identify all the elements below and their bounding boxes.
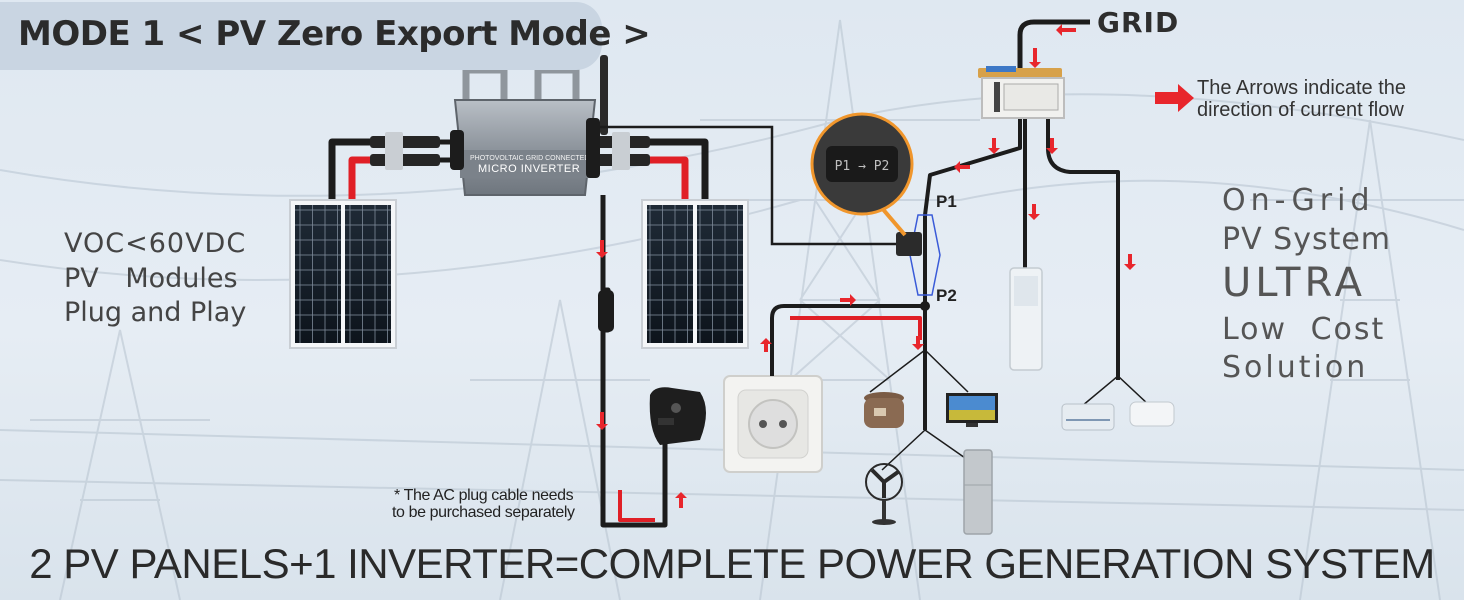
flow-arrow-plug-up (675, 492, 687, 508)
inverter-name-text: MICRO INVERTER (478, 163, 580, 175)
ct-label: P1 → P2 (835, 159, 890, 174)
point-p2-label: P2 (936, 286, 957, 305)
electric-fan (865, 463, 903, 525)
flow-arrow-box-left (988, 138, 1000, 154)
flow-arrow-grid-down (1029, 48, 1041, 68)
wall-socket (723, 375, 823, 473)
micro-inverter: PHOTOVOLTAIC GRID CONNECTED MICRO INVERT… (450, 55, 608, 196)
legend-arrow-icon (1155, 84, 1194, 112)
flow-arrow-socket-line (840, 294, 856, 306)
flow-arrow-inverter-out (596, 240, 608, 258)
pv-info-line2: PV Modules (64, 263, 238, 294)
flow-arrows (596, 24, 1136, 508)
on-grid-line5: Solution (1222, 350, 1369, 385)
floor-air-conditioner (1009, 267, 1043, 371)
solar-panel-right (641, 199, 749, 349)
mode-title: MODE 1 < PV Zero Export Mode > (18, 14, 651, 54)
legend-text-line1: The Arrows indicate the (1197, 77, 1406, 99)
inverter-brand-text: PHOTOVOLTAIC GRID CONNECTED (470, 155, 589, 162)
solar-panel-left (289, 199, 397, 349)
wall-air-conditioner-left (1061, 403, 1115, 431)
schuko-plug (649, 387, 706, 445)
wall-air-conditioner-right (1129, 401, 1175, 427)
flow-arrow-grid-in (1056, 24, 1076, 36)
flow-arrow-to-p1 (954, 161, 970, 173)
refrigerator (963, 449, 993, 535)
television (946, 393, 998, 427)
on-grid-line1: On-Grid (1222, 183, 1375, 218)
legend-text-line2: direction of current flow (1197, 99, 1404, 121)
pv-info-line1: VOC<60VDC (64, 228, 247, 259)
distribution-box (978, 66, 1065, 119)
ac-note-line2: to be purchased separately (392, 504, 575, 521)
point-p1-label: P1 (936, 192, 957, 211)
flow-arrow-wall-ac (1124, 254, 1136, 270)
on-grid-line4: Low Cost (1222, 312, 1386, 347)
footer-title: 2 PV PANELS+1 INVERTER=COMPLETE POWER GE… (29, 540, 1435, 587)
grid-label: GRID (1097, 6, 1180, 39)
ac-note-line1: * The AC plug cable needs (394, 487, 574, 504)
rice-cooker (864, 392, 904, 428)
on-grid-line3: ULTRA (1222, 260, 1367, 306)
on-grid-line2: PV System (1222, 222, 1392, 257)
ac-output-cable (598, 195, 668, 528)
flow-arrow-load-down (912, 336, 924, 350)
ct-clamp: P1 → P2 (810, 112, 941, 296)
pv-info-line3: Plug and Play (64, 297, 247, 328)
flow-arrow-floor-ac (1028, 204, 1040, 220)
ct-signal-wire (600, 125, 902, 246)
flow-arrow-cable-down (596, 412, 608, 430)
mode-badge (0, 2, 602, 70)
flow-arrow-socket-up (760, 338, 772, 352)
flow-arrow-box-right (1046, 138, 1058, 154)
p2-junction (920, 301, 930, 311)
dc-wires (328, 138, 709, 204)
